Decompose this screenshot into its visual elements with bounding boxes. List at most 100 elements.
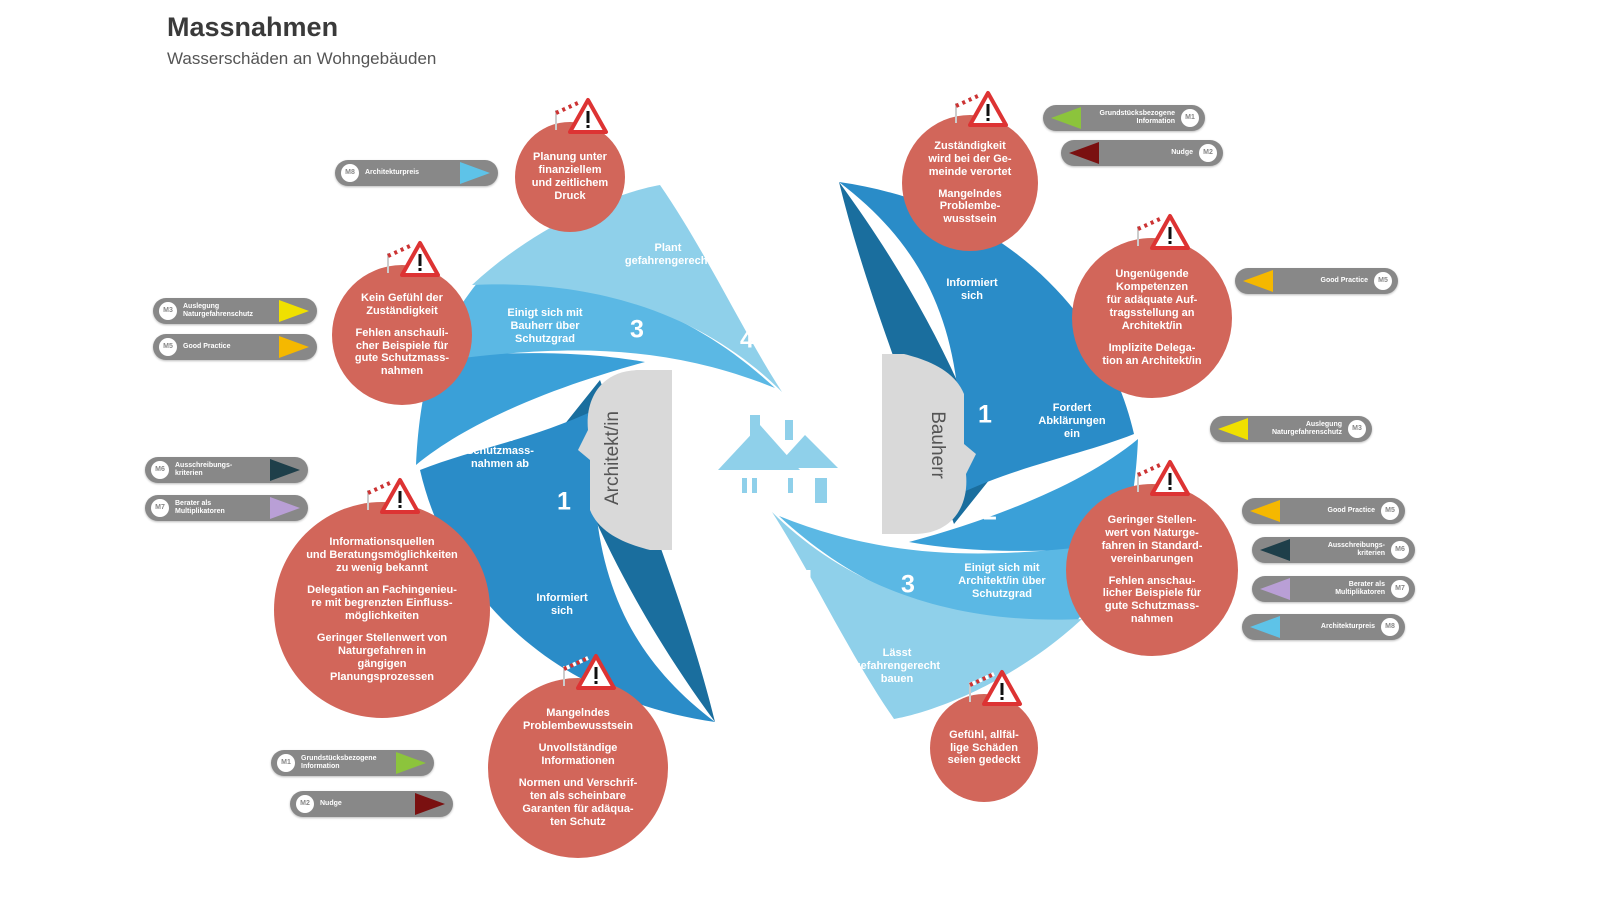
measure-flag-icon <box>1260 578 1290 600</box>
risk-circle: Geringer Stellen- wert von Naturge- fahr… <box>1066 484 1238 656</box>
measure-tag-m7[interactable]: M7 Berater als Multiplikatoren <box>1252 576 1415 602</box>
risk-text: Planung unter finanziellem und zeitliche… <box>531 151 609 202</box>
measure-label: Good Practice <box>1327 507 1375 515</box>
measure-code-badge: M6 <box>1391 541 1409 559</box>
owner-step-1-label: Informiert sich <box>946 276 998 302</box>
warning-barrier-icon <box>387 241 440 277</box>
owner-step-3-number: 3 <box>901 570 915 599</box>
measure-code-badge: M8 <box>341 164 359 182</box>
page-subtitle: Wasserschäden an Wohngebäuden <box>167 49 437 68</box>
measure-flag-icon <box>270 459 300 481</box>
owner-step-4-label: Lässt gefahrengerecht bauen <box>853 647 941 686</box>
warning-barrier-icon <box>367 478 420 514</box>
measure-flag-icon <box>1250 616 1280 638</box>
measure-code-badge: M8 <box>1381 618 1399 636</box>
measure-label: Good Practice <box>1320 277 1368 285</box>
risk-circle: Planung unter finanziellem und zeitliche… <box>515 122 625 232</box>
measure-flag-icon <box>1250 500 1280 522</box>
architect-step-2-number: 2 <box>555 387 569 416</box>
blade-3 <box>430 280 775 388</box>
warning-barrier-icon <box>563 654 616 690</box>
architect-step-4-number: 4 <box>740 325 754 354</box>
measure-flag-icon <box>1243 270 1273 292</box>
architect-step-2-label: Klärt Schutzmass- nahmen ab <box>466 432 534 471</box>
risk-text: Informationsquellen und Beratungsmöglich… <box>306 536 458 575</box>
architect-face-silhouette <box>578 370 672 550</box>
risk-circle: Zuständigkeit wird bei der Ge- meinde ve… <box>902 115 1038 251</box>
measure-tag-m5[interactable]: M5 Good Practice <box>153 334 317 360</box>
measure-label: Nudge <box>1171 149 1193 157</box>
risk-circle: Gefühl, allfäl- lige Schäden seien gedec… <box>930 694 1038 802</box>
risk-text: Geringer Stellen- wert von Naturge- fahr… <box>1101 513 1203 565</box>
blade-3 <box>779 516 1124 624</box>
measure-label: Berater als Multiplikatoren <box>175 500 225 515</box>
measure-flag-icon <box>279 336 309 358</box>
architect-step-3-number: 3 <box>630 315 644 344</box>
risk-text: Fehlen anschauli- cher Beispiele für gut… <box>354 326 450 378</box>
measure-code-badge: M1 <box>277 754 295 772</box>
architect-step-1-label: Informiert sich <box>536 591 588 617</box>
blade-2 <box>416 353 645 465</box>
measure-tag-m6[interactable]: M6 Ausschreibungs- kriterien <box>1252 537 1415 563</box>
measure-code-badge: M7 <box>1391 580 1409 598</box>
measure-label: Ausschreibungs- kriterien <box>1327 542 1385 557</box>
risk-text: Unvollständige Informationen <box>538 742 618 768</box>
house-icon <box>718 415 838 503</box>
owner-step-2-label: Fordert Abklärungen ein <box>1038 402 1106 441</box>
measure-code-badge: M3 <box>159 302 177 320</box>
measure-label: Grundstücksbezogene Information <box>301 755 377 770</box>
architect-step-3-label: Einigt sich mit Bauherr über Schutzgrad <box>507 307 583 346</box>
risk-text: Fehlen anschau- licher Beispiele für gut… <box>1102 574 1202 626</box>
warning-barrier-icon <box>1137 214 1190 250</box>
blade-1 <box>839 182 1134 494</box>
measure-flag-icon <box>1260 539 1290 561</box>
risk-text: Kein Gefühl der Zuständigkeit <box>361 291 443 317</box>
risk-text: Implizite Delega- tion an Architekt/in <box>1102 341 1202 367</box>
measure-label: Architekturpreis <box>365 169 420 177</box>
measure-code-badge: M2 <box>1199 144 1217 162</box>
measure-label: Good Practice <box>183 343 231 351</box>
measure-label: Berater als Multiplikatoren <box>1335 581 1385 596</box>
measure-label: Grundstücksbezogene Information <box>1099 110 1175 125</box>
measure-tag-m5[interactable]: M5 Good Practice <box>1242 498 1405 524</box>
architect-process-blades <box>416 185 782 722</box>
owner-step-4-number: 4 <box>799 565 813 594</box>
page-title: Massnahmen <box>167 12 339 42</box>
blade-4 <box>472 185 782 392</box>
measure-code-badge: M5 <box>1381 502 1399 520</box>
owner-face-silhouette <box>882 354 976 534</box>
measure-tag-m8[interactable]: M8 Architekturpreis <box>335 160 498 186</box>
measure-flag-icon <box>1051 107 1081 129</box>
risk-text: Mangelndes Problembewusstsein <box>522 707 634 733</box>
risk-text: Mangelndes Problembe- wusstsein <box>938 187 1002 226</box>
measure-code-badge: M3 <box>1348 420 1366 438</box>
measure-label: Auslegung Naturgefahrenschutz <box>1271 421 1342 436</box>
measure-tag-m3[interactable]: M3 Auslegung Naturgefahrenschutz <box>1210 416 1372 442</box>
measure-code-badge: M5 <box>159 338 177 356</box>
measure-flag-icon <box>270 497 300 519</box>
risk-text: Ungenügende Kompetenzen für adäquate Auf… <box>1106 268 1198 332</box>
measure-tag-m1[interactable]: M1 Grundstücksbezogene Information <box>271 750 434 776</box>
risk-text: Delegation an Fachingenieu- re mit begre… <box>307 584 457 622</box>
owner-step-1-number: 1 <box>978 400 992 429</box>
measure-flag-icon <box>1069 142 1099 164</box>
measure-code-badge: M2 <box>296 795 314 813</box>
role-owner: Bauherr <box>927 411 948 479</box>
measure-flag-icon <box>415 793 445 815</box>
measure-flag-icon <box>279 300 309 322</box>
risk-text: Gefühl, allfäl- lige Schäden seien gedec… <box>947 728 1021 767</box>
risk-circle: Ungenügende Kompetenzen für adäquate Auf… <box>1072 238 1232 398</box>
measure-tag-m2[interactable]: M2 Nudge <box>1061 140 1223 166</box>
risk-circle: Informationsquellen und Beratungsmöglich… <box>274 502 490 718</box>
measure-flag-icon <box>460 162 490 184</box>
measure-code-badge: M6 <box>151 461 169 479</box>
